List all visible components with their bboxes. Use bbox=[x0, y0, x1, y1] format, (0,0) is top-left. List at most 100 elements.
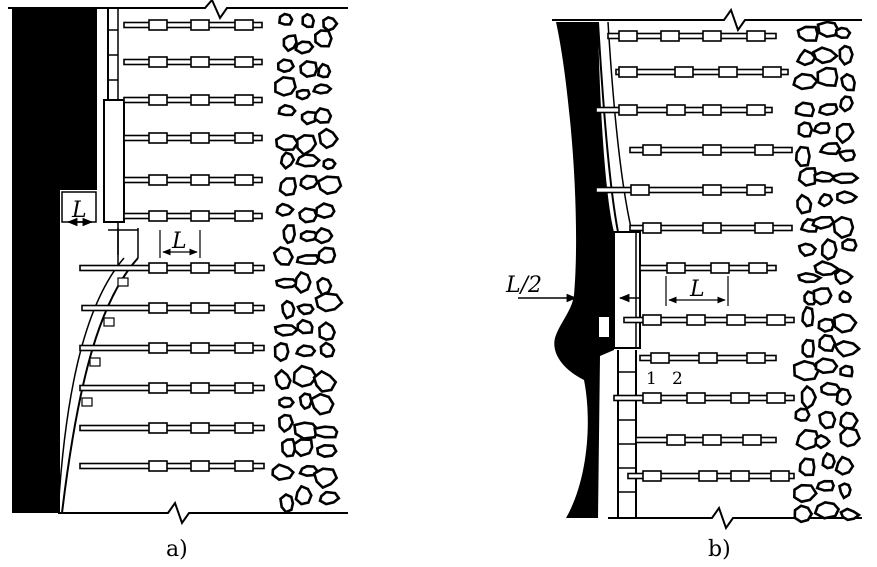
rock bbox=[282, 224, 297, 245]
rock bbox=[322, 15, 339, 32]
connector bbox=[89, 357, 101, 367]
support-chock bbox=[123, 174, 263, 186]
rock bbox=[813, 500, 841, 520]
support-chock bbox=[629, 222, 793, 234]
spacing-label-b: L bbox=[689, 277, 705, 302]
top-break-line-b bbox=[552, 7, 862, 33]
rock bbox=[821, 451, 836, 470]
rock bbox=[797, 166, 818, 187]
rock bbox=[315, 443, 338, 458]
gap-label-a: L bbox=[71, 198, 87, 223]
shearer-body-a bbox=[103, 99, 125, 223]
rock bbox=[292, 438, 314, 458]
panel-b: L/2 L 1 2 b) bbox=[505, 7, 862, 562]
rock bbox=[800, 384, 818, 411]
callout-1: 1 bbox=[646, 369, 657, 389]
support-chock bbox=[79, 262, 265, 274]
rock bbox=[309, 392, 335, 416]
rock bbox=[832, 172, 860, 185]
support-chock bbox=[607, 30, 777, 42]
rock bbox=[316, 62, 332, 79]
rock bbox=[272, 245, 294, 266]
support-chock bbox=[639, 352, 777, 364]
support-chock bbox=[79, 342, 265, 354]
rock bbox=[294, 344, 317, 358]
rock bbox=[299, 229, 320, 243]
support-chock bbox=[627, 470, 795, 482]
drum-b bbox=[597, 315, 611, 339]
gap-box-a bbox=[61, 191, 97, 223]
panel-a: L L a) bbox=[8, 0, 348, 562]
rock bbox=[279, 492, 295, 514]
rock bbox=[280, 299, 296, 320]
rock bbox=[313, 107, 333, 124]
rock bbox=[839, 95, 854, 113]
rock bbox=[296, 303, 315, 316]
support-chock bbox=[123, 56, 263, 68]
rock bbox=[319, 341, 336, 358]
rock bbox=[801, 305, 815, 328]
caption-b: b) bbox=[708, 537, 731, 562]
rock bbox=[796, 271, 823, 284]
rock bbox=[279, 151, 296, 171]
rock bbox=[816, 20, 840, 39]
rock bbox=[293, 421, 320, 440]
rock bbox=[282, 34, 298, 53]
rock bbox=[833, 340, 862, 358]
half-spacing-label-b: L/2 bbox=[505, 273, 542, 298]
rock bbox=[819, 381, 842, 396]
rock bbox=[813, 170, 836, 183]
support-chock bbox=[639, 262, 777, 274]
rock bbox=[818, 410, 837, 430]
support-chock bbox=[595, 184, 773, 196]
rock bbox=[792, 359, 821, 382]
rock bbox=[316, 276, 333, 297]
rock bbox=[818, 333, 837, 353]
rock bbox=[312, 369, 338, 393]
rock bbox=[280, 438, 297, 458]
rock bbox=[793, 504, 814, 524]
rock bbox=[294, 484, 313, 506]
support-chock bbox=[81, 302, 265, 314]
rock bbox=[814, 433, 832, 450]
rock bbox=[295, 133, 318, 157]
rock bbox=[817, 103, 839, 117]
callout-2: 2 bbox=[672, 369, 683, 389]
rock bbox=[841, 238, 858, 252]
rock bbox=[811, 46, 839, 65]
support-chock bbox=[613, 392, 795, 404]
rock bbox=[838, 290, 853, 304]
support-chock bbox=[123, 19, 263, 31]
rock bbox=[276, 58, 296, 74]
rock bbox=[792, 72, 819, 91]
rock bbox=[812, 287, 833, 306]
rock bbox=[271, 463, 296, 481]
gob-rocks-b bbox=[792, 20, 862, 524]
support-chock bbox=[623, 314, 795, 326]
support-chock bbox=[635, 434, 777, 446]
rock bbox=[832, 313, 858, 334]
rock bbox=[820, 238, 838, 261]
rock bbox=[833, 268, 854, 286]
rock bbox=[273, 341, 290, 363]
support-chocks-b bbox=[595, 30, 795, 482]
face-curve-b bbox=[597, 21, 619, 233]
rock bbox=[794, 101, 816, 118]
coal-wall-b bbox=[554, 22, 614, 518]
rock bbox=[311, 83, 333, 95]
rock bbox=[292, 364, 319, 388]
rock bbox=[294, 40, 315, 55]
rock bbox=[277, 103, 297, 117]
rock bbox=[274, 368, 292, 391]
rock bbox=[313, 425, 339, 439]
support-chock bbox=[595, 104, 773, 116]
rock bbox=[818, 141, 842, 156]
rock bbox=[301, 12, 316, 29]
rock bbox=[295, 88, 311, 101]
connector bbox=[117, 277, 129, 287]
rock bbox=[274, 75, 297, 97]
rock bbox=[801, 338, 816, 358]
rock bbox=[839, 507, 862, 522]
rock bbox=[816, 66, 839, 88]
rock bbox=[815, 479, 835, 492]
